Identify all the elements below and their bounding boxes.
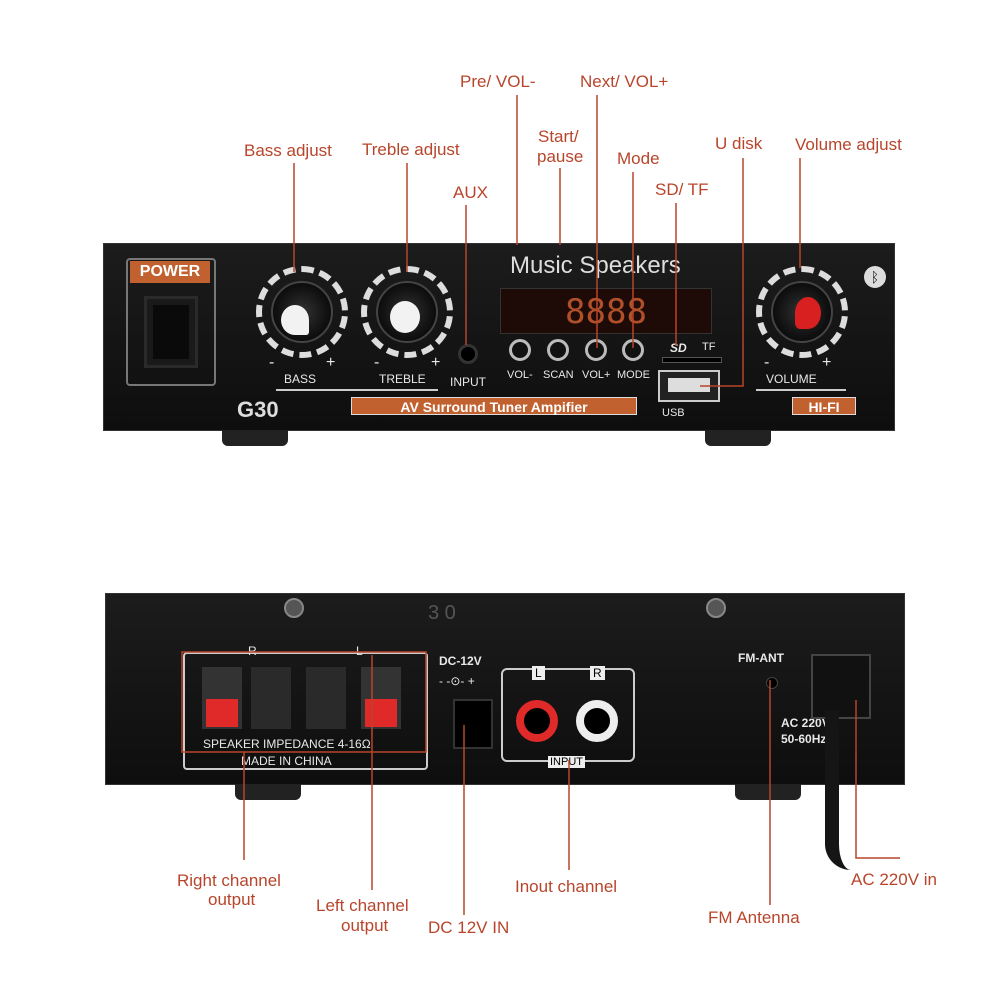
annotation-right-channel-2: output [208,890,256,909]
aux-jack[interactable] [458,344,478,364]
impedance-label: SPEAKER IMPEDANCE 4-16Ω [203,737,371,751]
ac-leader [855,700,900,859]
made-in-label: MADE IN CHINA [241,754,332,768]
mode-label: MODE [617,369,650,381]
rear-foot-left [235,784,301,800]
treble-plus: + [431,354,441,371]
rear-panel: 3 0 R L SPEAKER IMPEDANCE 4-16Ω MADE IN … [105,593,905,785]
volume-underline [756,389,846,391]
power-frame [126,258,216,386]
volume-knob[interactable] [771,281,833,343]
u-disk-leader [700,158,744,387]
front-panel: POWER - + BASS - + TREBLE INPUT Music Sp… [103,243,895,431]
volume-dial-ticks [756,266,848,358]
fm-ant-label: FM-ANT [738,651,784,665]
knob-underline [276,389,438,391]
dc-jack[interactable] [453,699,493,749]
annotation-aux: AUX [453,183,488,202]
fm-antenna-port[interactable] [766,677,778,689]
annotation-sd-tf: SD/ TF [655,180,709,199]
treble-knob[interactable] [376,281,438,343]
treble-label: TREBLE [379,372,426,386]
annotation-right-channel-1: Right channel [177,871,281,890]
hifi-badge: HI-FI [792,397,856,415]
ac-hz-label: 50-60Hz [781,732,827,746]
l-label: L [356,644,363,658]
bass-label: BASS [284,372,317,386]
annotation-pre-vol: Pre/ VOL- [460,72,536,91]
bass-minus: - [269,354,275,371]
rca-r-label: R [590,666,605,680]
power-label: POWER [130,261,210,283]
speaker-frame [183,652,428,770]
r-label: R [248,644,257,658]
annotation-start-pause-2: pause [537,147,584,166]
bass-plus: + [326,354,336,371]
power-switch[interactable] [144,296,198,368]
left-plus-terminal[interactable] [361,667,401,729]
vol-plus-label: VOL+ [582,369,611,381]
ac-label: AC 220V [781,716,830,730]
screw-left [284,598,304,618]
annotation-left-channel-2: output [341,916,389,935]
bluetooth-icon: ᛒ [864,266,886,288]
annotation-dc-in: DC 12V IN [428,918,510,937]
dc-label: DC-12V [439,654,482,668]
annotation-u-disk: U disk [715,134,763,153]
rear-foot-right [735,784,801,800]
speaker-outline [181,651,427,753]
usb-label: USB [662,407,685,419]
rca-input-label: INPUT [548,756,585,768]
annotation-volume-adjust: Volume adjust [795,135,902,154]
ac-power-cord [825,710,851,870]
vol-plus-button[interactable] [585,339,607,361]
stamp: 3 0 [428,602,456,624]
annotation-next-vol: Next/ VOL+ [580,72,669,91]
volume-label: VOLUME [766,372,817,386]
treble-minus: - [374,354,380,371]
annotation-input-channel: Inout channel [515,877,618,896]
tagline-banner: AV Surround Tuner Ampifier [351,397,637,415]
front-foot-left [222,430,288,446]
bass-knob[interactable] [271,281,333,343]
rca-right-input[interactable] [576,700,618,742]
sd-card-slot[interactable] [662,357,722,363]
tf-label: TF [702,341,716,353]
vol-minus-label: VOL- [507,369,533,381]
left-minus-terminal[interactable] [306,667,346,729]
dc-polarity: - -⊙- + [439,674,475,688]
right-minus-terminal[interactable] [251,667,291,729]
vol-minus-button[interactable] [509,339,531,361]
annotation-fm-antenna: FM Antenna [708,908,800,927]
screw-right [706,598,726,618]
annotation-ac-in: AC 220V in [851,870,937,889]
front-foot-right [705,430,771,446]
input-label: INPUT [450,375,486,389]
annotation-start-pause-1: Start/ [538,127,579,146]
rca-left-input[interactable] [516,700,558,742]
annotation-left-channel-1: Left channel [316,896,409,915]
annotation-mode: Mode [617,149,660,168]
annotation-treble-adjust: Treble adjust [362,140,460,159]
device-title: Music Speakers [510,252,681,279]
rca-l-label: L [532,666,545,680]
scan-label: SCAN [543,369,574,381]
right-plus-terminal[interactable] [202,667,242,729]
scan-button[interactable] [547,339,569,361]
model-label: G30 [237,397,279,422]
volume-plus: + [822,354,832,371]
bass-dial-ticks [256,266,348,358]
annotation-bass-adjust: Bass adjust [244,141,332,160]
volume-minus: - [764,354,770,371]
sd-label: SD [670,341,687,355]
